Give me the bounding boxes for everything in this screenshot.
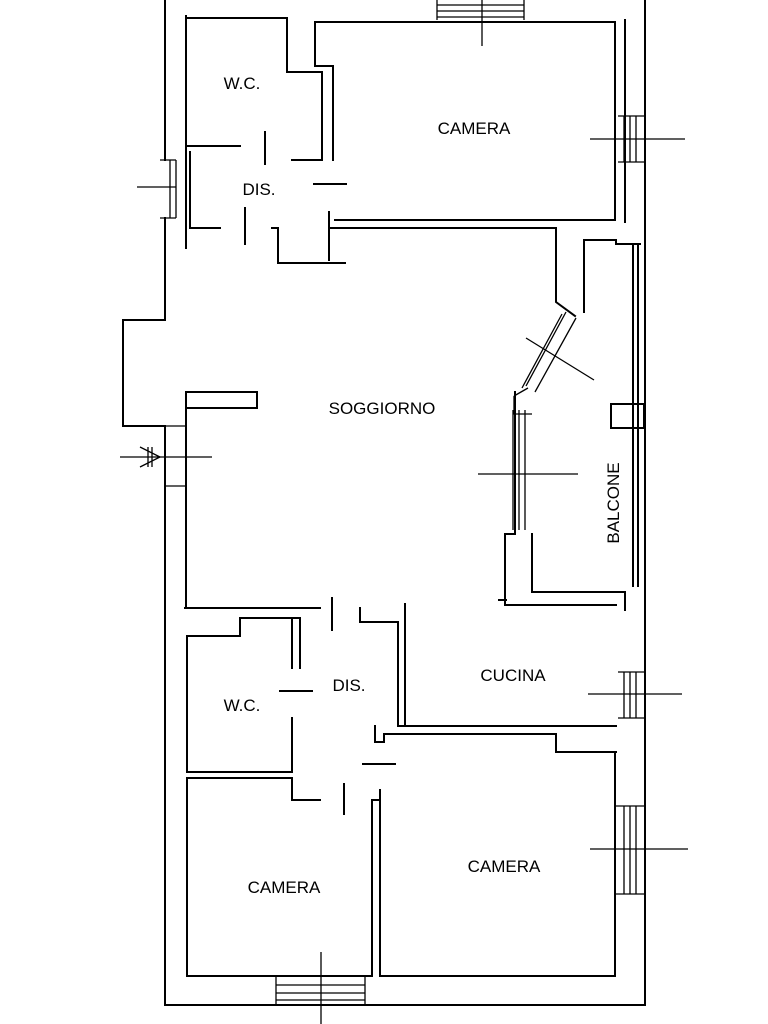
room-label-camera-top: CAMERA: [438, 119, 511, 138]
dis-top-walls: [189, 151, 347, 245]
room-label-balcone: BALCONE: [604, 462, 623, 543]
soggiorno-window: [478, 410, 578, 530]
room-label-soggiorno: SOGGIORNO: [329, 399, 436, 418]
room-label-dis-top: DIS.: [242, 180, 275, 199]
room-label-cucina: CUCINA: [480, 666, 546, 685]
balcone-walls: [531, 229, 645, 611]
room-label-dis-bottom: DIS.: [332, 676, 365, 695]
room-label-wc-top: W.C.: [224, 74, 261, 93]
wc-top-walls: [185, 17, 323, 165]
room-label-camera-bottom-right: CAMERA: [468, 857, 541, 876]
room-label-wc-bottom: W.C.: [224, 696, 261, 715]
soggiorno-walls: [184, 211, 617, 609]
balcony-door: [513, 311, 595, 415]
outer-walls: [122, 0, 646, 1006]
windows: [120, 0, 688, 1024]
room-label-camera-bottom-left: CAMERA: [248, 878, 321, 897]
cucina-walls: [359, 603, 617, 753]
camera-top-walls: [314, 21, 616, 221]
camera-bottom-left-walls: [186, 777, 381, 977]
camera-bottom-right-walls: [381, 751, 616, 977]
dis-bottom-walls: [186, 597, 396, 773]
